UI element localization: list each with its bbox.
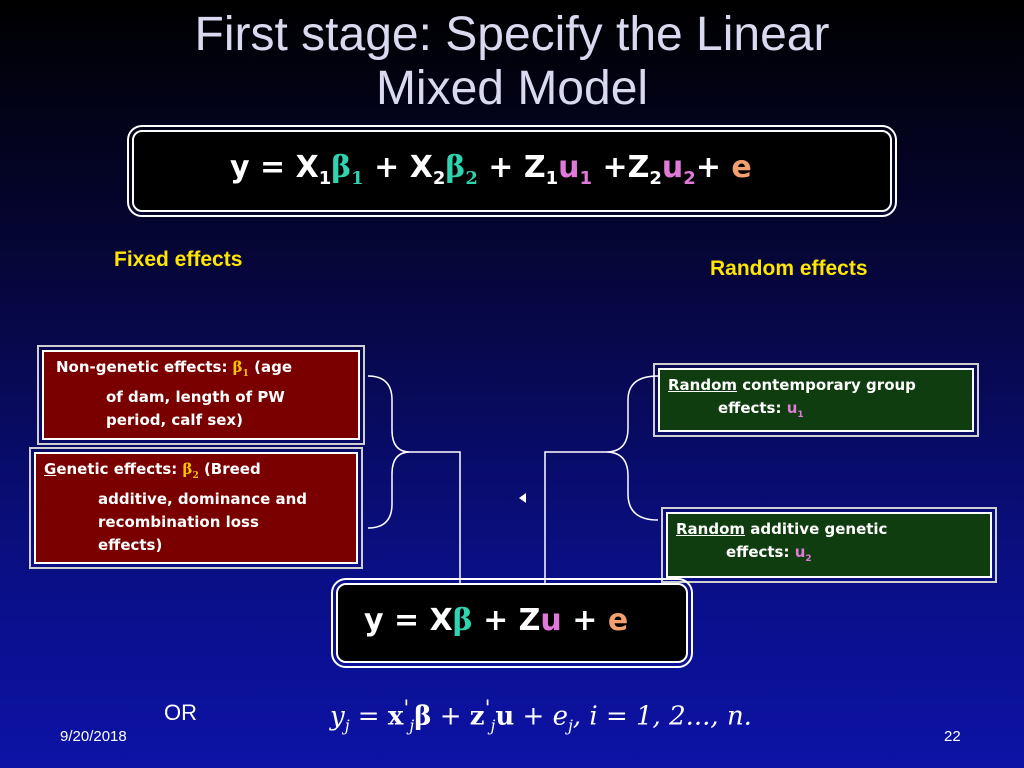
random-contemporary-line2: effects: u1 — [668, 397, 972, 427]
random-contemporary-box: Random contemporary group effects: u1 — [653, 363, 979, 437]
random-contemporary-u: u — [786, 399, 798, 417]
formula-prime1: ' — [403, 696, 410, 721]
formula-eq: = — [349, 701, 388, 732]
compact-lhs: y = X — [364, 603, 453, 638]
compact-equation: y = Xβ + Zu + e — [364, 603, 628, 638]
eq-u2: u — [661, 150, 684, 185]
random-additive-effects: effects: — [726, 543, 795, 561]
slide-date: 9/20/2018 — [60, 728, 127, 745]
genetic-beta: β — [182, 460, 193, 478]
non-genetic-prefix: Non-genetic effects: — [56, 358, 233, 376]
right-arrow-line — [540, 451, 606, 597]
title-line-2: Mixed Model — [375, 62, 649, 115]
main-equation: y = X1β1 + X2β2 + Z1u1 +Z2u2+ e — [230, 150, 752, 189]
right-bracket — [605, 375, 659, 521]
random-contemporary-u-sub: 1 — [797, 410, 804, 420]
formula-tail: , i = 1, 2..., n. — [572, 701, 752, 732]
eq-u2-sub: 2 — [683, 168, 696, 189]
formula-x: x — [387, 701, 404, 732]
random-contemporary-line1-suffix: contemporary group — [737, 376, 916, 394]
eq-z2-term: +Z — [592, 150, 650, 185]
compact-equation-box: y = Xβ + Zu + e — [331, 578, 693, 668]
genetic-text: Genetic effects: β2 (Breed additive, dom… — [36, 454, 356, 557]
genetic-effects-box: Genetic effects: β2 (Breed additive, dom… — [29, 447, 363, 569]
eq-u1-sub: 1 — [579, 168, 593, 189]
non-genetic-effects-box: Non-genetic effects: β1 (age of dam, len… — [37, 345, 365, 445]
random-additive-u: u — [794, 543, 806, 561]
formula-plus2: + — [514, 701, 553, 732]
title-line-1: First stage: Specify the Linear — [194, 8, 830, 61]
random-additive-line1-suffix: additive genetic — [745, 520, 888, 538]
genetic-line4: effects) — [98, 536, 163, 554]
formula-j4: j — [568, 716, 573, 735]
random-additive-u-sub: 2 — [805, 554, 812, 564]
random-additive-line2: effects: u2 — [676, 541, 990, 571]
eq-beta2: β — [445, 150, 466, 185]
formula-j3: j — [490, 716, 496, 735]
random-additive-text: Random additive genetic effects: u2 — [668, 514, 990, 571]
compact-plus: + — [561, 603, 608, 638]
eq-e: e — [731, 150, 752, 185]
non-genetic-line2: of dam, length of PW — [106, 388, 285, 406]
random-contemporary-effects: effects: — [718, 399, 787, 417]
eq-x1-sub: 1 — [318, 168, 332, 189]
formula-plus1: + — [431, 701, 470, 732]
genetic-prefix: enetic effects: — [56, 460, 183, 478]
eq-beta1: β — [331, 150, 352, 185]
eq-x2-term: + X — [363, 150, 433, 185]
left-bracket — [367, 375, 411, 529]
random-contemporary-underlined: Random — [668, 376, 738, 394]
non-genetic-text: Non-genetic effects: β1 (age of dam, len… — [44, 352, 358, 432]
eq-z2-sub: 2 — [649, 168, 662, 189]
vector-formula: yj = x'jβ + z'ju + ej, i = 1, 2..., n. — [330, 696, 752, 735]
compact-u: u — [540, 603, 562, 638]
genetic-line2: additive, dominance and — [98, 490, 308, 508]
formula-j1: j — [344, 716, 350, 735]
formula-j2: j — [409, 716, 415, 735]
random-effects-label: Random effects — [710, 257, 868, 280]
formula-y: y — [330, 701, 345, 732]
non-genetic-line3: period, calf sex) — [106, 411, 243, 429]
eq-beta2-sub: 2 — [465, 168, 478, 189]
compact-beta: β — [452, 603, 473, 638]
formula-z: z — [469, 701, 485, 732]
main-equation-box: y = X1β1 + X2β2 + Z1u1 +Z2u2+ e — [127, 125, 897, 217]
formula-e: e — [552, 701, 568, 732]
slide-title: First stage: Specify the Linear Mixed Mo… — [0, 8, 1024, 116]
small-marker-triangle — [519, 493, 526, 503]
left-arrow-line — [410, 451, 465, 597]
compact-z-term: + Z — [472, 603, 541, 638]
or-label: OR — [164, 700, 197, 725]
eq-beta1-sub: 1 — [351, 168, 364, 189]
non-genetic-beta-sub: 1 — [242, 369, 249, 379]
eq-y-term: y = X — [230, 150, 319, 185]
compact-e: e — [607, 603, 629, 638]
formula-prime2: ' — [484, 696, 491, 721]
fixed-effects-label: Fixed effects — [114, 248, 243, 271]
eq-z1-term: + Z — [477, 150, 546, 185]
genetic-underlined: G — [44, 460, 57, 478]
eq-z1-sub: 1 — [545, 168, 559, 189]
slide-number: 22 — [944, 728, 961, 745]
non-genetic-beta: β — [232, 358, 243, 376]
formula-beta: β — [414, 701, 432, 732]
eq-x2-sub: 2 — [432, 168, 446, 189]
random-additive-box: Random additive genetic effects: u2 — [661, 507, 997, 583]
eq-u1: u — [558, 150, 580, 185]
eq-plus: + — [695, 150, 732, 185]
random-additive-underlined: Random — [676, 520, 746, 538]
random-contemporary-text: Random contemporary group effects: u1 — [660, 370, 972, 427]
genetic-line1-suffix: (Breed — [198, 460, 261, 478]
genetic-line3: recombination loss — [98, 513, 259, 531]
genetic-beta-sub: 2 — [192, 471, 199, 481]
formula-u: u — [495, 701, 515, 732]
non-genetic-line1-suffix: (age — [248, 358, 293, 376]
